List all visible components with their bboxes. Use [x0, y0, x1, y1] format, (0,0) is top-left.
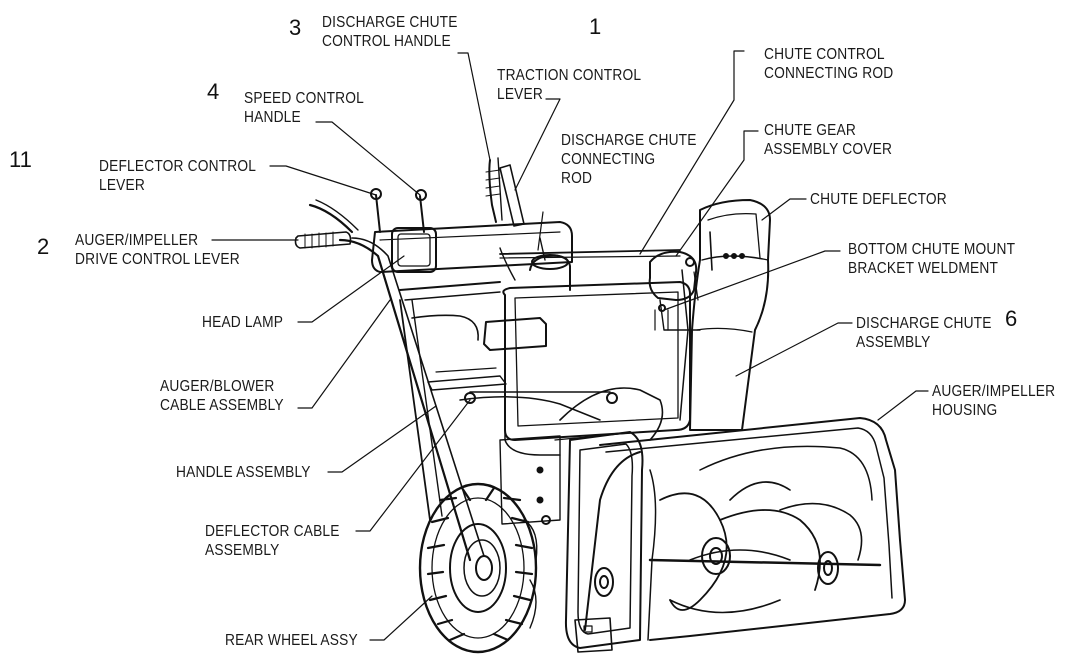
- label-speed-control-handle: SPEED CONTROL HANDLE: [244, 89, 364, 127]
- handles-drawing: [294, 157, 681, 281]
- label-line: ASSEMBLY COVER: [764, 141, 893, 158]
- label-line: HEAD LAMP: [202, 314, 284, 331]
- label-line: BRACKET WELDMENT: [848, 260, 999, 277]
- label-handle-assembly: HANDLE ASSEMBLY: [176, 463, 311, 482]
- callout-number-6: 6: [1005, 306, 1018, 331]
- label-auger-impeller-housing: AUGER/IMPELLER HOUSING: [932, 382, 1055, 420]
- label-line: DEFLECTOR CABLE: [205, 523, 340, 540]
- callout-number-3: 3: [289, 15, 302, 40]
- rear-wheel-drawing: [418, 482, 551, 654]
- label-line: CONNECTING: [561, 151, 656, 168]
- label-line: DRIVE CONTROL LEVER: [75, 251, 240, 268]
- label-line: CHUTE GEAR: [764, 122, 856, 139]
- label-line: REAR WHEEL ASSY: [225, 632, 358, 649]
- label-line: AUGER/BLOWER: [160, 378, 275, 395]
- auger-housing-drawing: [564, 417, 906, 653]
- label-line: DISCHARGE CHUTE: [856, 315, 992, 332]
- label-deflector-cable-assembly: DEFLECTOR CABLE ASSEMBLY: [205, 522, 340, 560]
- label-deflector-control-lever: DEFLECTOR CONTROL LEVER: [99, 157, 256, 195]
- label-line: LEVER: [497, 86, 543, 103]
- label-line: DEFLECTOR CONTROL: [99, 158, 257, 175]
- label-line: ASSEMBLY: [856, 334, 931, 351]
- label-line: CHUTE DEFLECTOR: [810, 191, 947, 208]
- label-discharge-chute-assembly: DISCHARGE CHUTE ASSEMBLY: [856, 314, 992, 352]
- label-line: CHUTE CONTROL: [764, 46, 885, 63]
- callout-number-2: 2: [37, 234, 50, 259]
- label-discharge-chute-connecting-rod: DISCHARGE CHUTE CONNECTING ROD: [561, 131, 697, 188]
- label-line: AUGER/IMPELLER: [932, 383, 1056, 400]
- label-head-lamp: HEAD LAMP: [202, 313, 283, 332]
- label-line: LEVER: [99, 177, 145, 194]
- label-auger-impeller-drive-control-lever: AUGER/IMPELLER DRIVE CONTROL LEVER: [75, 231, 240, 269]
- discharge-chute-drawing: [648, 199, 771, 431]
- label-line: ASSEMBLY: [205, 542, 280, 559]
- label-line: HANDLE ASSEMBLY: [176, 464, 311, 481]
- label-line: DISCHARGE CHUTE: [322, 14, 458, 31]
- label-chute-gear-assembly-cover: CHUTE GEAR ASSEMBLY COVER: [764, 121, 892, 159]
- label-auger-blower-cable-assembly: AUGER/BLOWER CABLE ASSEMBLY: [160, 377, 284, 415]
- callout-number-4: 4: [207, 79, 220, 104]
- label-line: CONNECTING ROD: [764, 65, 894, 82]
- label-line: AUGER/IMPELLER: [75, 232, 199, 249]
- label-line: TRACTION CONTROL: [497, 67, 642, 84]
- frame-drawing: [338, 221, 691, 562]
- label-line: HOUSING: [932, 402, 998, 419]
- label-line: HANDLE: [244, 109, 301, 126]
- label-line: DISCHARGE CHUTE: [561, 132, 697, 149]
- label-chute-deflector: CHUTE DEFLECTOR: [810, 190, 947, 209]
- callout-number-1: 1: [589, 14, 602, 39]
- label-traction-control-lever: TRACTION CONTROL LEVER: [497, 66, 641, 104]
- label-line: ROD: [561, 170, 593, 187]
- leader-lines: [211, 50, 929, 641]
- label-rear-wheel-assy: REAR WHEEL ASSY: [225, 631, 358, 650]
- label-line: BOTTOM CHUTE MOUNT: [848, 241, 1016, 258]
- label-line: CABLE ASSEMBLY: [160, 397, 284, 414]
- callout-number-11: 11: [9, 147, 32, 172]
- label-chute-control-connecting-rod: CHUTE CONTROL CONNECTING ROD: [764, 45, 893, 83]
- label-discharge-chute-control-handle: DISCHARGE CHUTE CONTROL HANDLE: [322, 13, 458, 51]
- label-line: CONTROL HANDLE: [322, 33, 451, 50]
- label-line: SPEED CONTROL: [244, 90, 364, 107]
- label-bottom-chute-mount-bracket-weldment: BOTTOM CHUTE MOUNT BRACKET WELDMENT: [848, 240, 1015, 278]
